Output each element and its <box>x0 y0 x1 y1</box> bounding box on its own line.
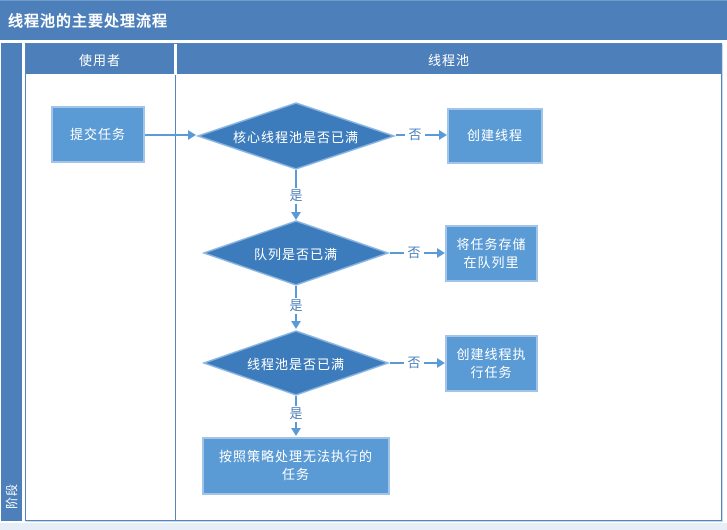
decision-diamond-shape <box>202 220 390 286</box>
edge-label-yes-2: 是 <box>287 298 305 314</box>
lane-header-user: 使用者 <box>26 44 174 74</box>
node-create-thread-exec-line1: 创建线程执 <box>456 346 527 362</box>
decision-queue-label: 队列是否已满 <box>253 246 338 262</box>
decision-diamond-shape <box>202 330 390 396</box>
node-submit-task: 提交任务 <box>51 106 145 163</box>
title-separator <box>0 40 727 43</box>
decision-core-pool: 核心线程池是否已满 <box>196 102 396 170</box>
node-store-in-queue: 将任务存储 在队列里 <box>445 225 538 282</box>
arrow-right-icon <box>439 130 447 140</box>
node-store-in-queue-line2: 在队列里 <box>463 254 520 270</box>
decision-pool: 线程池是否已满 <box>202 330 390 396</box>
node-create-thread: 创建线程 <box>447 108 543 164</box>
arrow-down-icon <box>291 428 301 436</box>
title-bar: 线程池的主要处理流程 <box>0 0 727 40</box>
arrow-right-icon <box>437 248 445 258</box>
edge-label-yes-1: 是 <box>287 188 305 204</box>
connector-submit-to-core <box>145 134 189 136</box>
phase-strip: 阶段 <box>1 43 22 521</box>
edge-label-yes-3: 是 <box>287 406 305 422</box>
node-policy-handle-line1: 按照策略处理无法执行的 <box>218 449 373 464</box>
node-store-in-queue-line1: 将任务存储 <box>456 236 527 252</box>
arrow-right-icon <box>437 358 445 368</box>
node-policy-handle: 按照策略处理无法执行的 任务 <box>202 437 390 495</box>
decision-pool-label: 线程池是否已满 <box>246 356 345 372</box>
edge-label-no-1: 否 <box>405 127 425 143</box>
node-create-thread-exec-line2: 行任务 <box>470 364 513 380</box>
decision-queue: 队列是否已满 <box>202 220 390 286</box>
decision-diamond-shape <box>196 102 396 170</box>
node-submit-task-label: 提交任务 <box>69 126 126 142</box>
phase-label: 阶段 <box>5 483 19 510</box>
arrow-right-icon <box>188 130 196 140</box>
node-policy-handle-line2: 任务 <box>281 467 310 482</box>
page-title: 线程池的主要处理流程 <box>8 13 169 30</box>
arrow-down-icon <box>291 212 301 220</box>
arrow-down-icon <box>291 321 301 329</box>
bottom-margin <box>0 523 727 530</box>
node-create-thread-label: 创建线程 <box>466 128 523 143</box>
decision-core-pool-label: 核心线程池是否已满 <box>232 129 359 145</box>
edge-label-no-3: 否 <box>404 355 424 371</box>
node-create-thread-exec: 创建线程执 行任务 <box>445 335 538 392</box>
lane-header-threadpool: 线程池 <box>177 44 721 74</box>
edge-label-no-2: 否 <box>404 245 424 261</box>
lane-divider <box>175 75 176 520</box>
